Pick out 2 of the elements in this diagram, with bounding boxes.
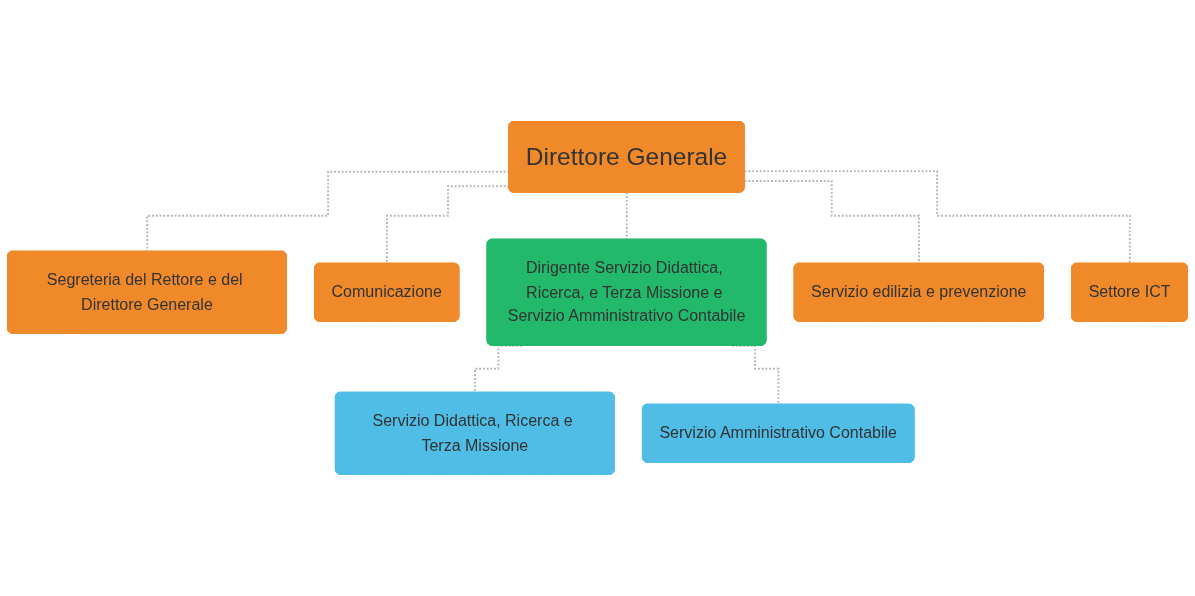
connector	[743, 170, 1131, 265]
connector	[386, 185, 511, 265]
